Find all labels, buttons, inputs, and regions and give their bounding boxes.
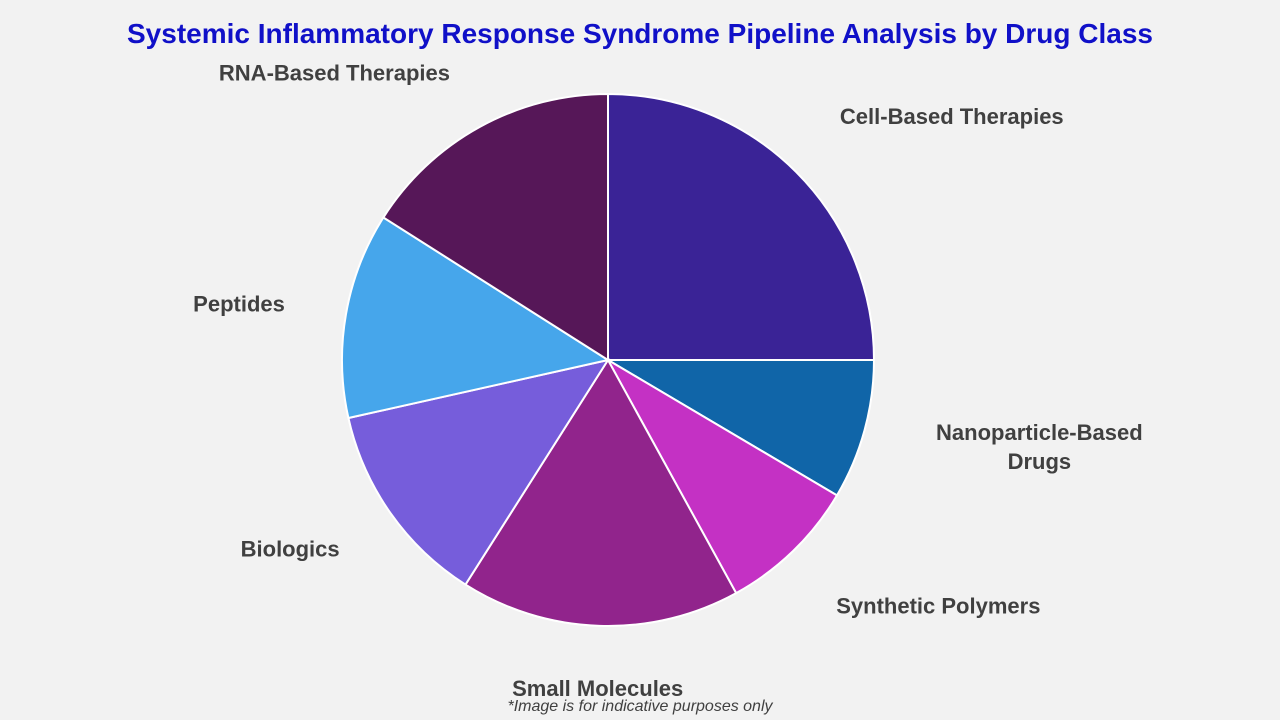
pie-slices bbox=[341, 92, 876, 627]
pie-slice-small-molecules bbox=[464, 358, 738, 627]
pie-slice-cell-based-therapies bbox=[607, 92, 876, 361]
slice-label-cell-based-therapies: Cell-Based Therapies bbox=[840, 104, 1064, 129]
pie-slice-rna-based-therapies bbox=[382, 92, 609, 362]
slice-label-biologics: Biologics bbox=[241, 537, 340, 562]
slice-label-small-molecules: Small Molecules bbox=[512, 676, 683, 701]
slice-label-synthetic-polymers: Synthetic Polymers bbox=[836, 594, 1040, 619]
pie-slice-biologics bbox=[347, 358, 611, 586]
chart-title: Systemic Inflammatory Response Syndrome … bbox=[127, 18, 1153, 49]
pie-slice-synthetic-polymers bbox=[605, 357, 839, 595]
slice-label-rna-based-therapies: RNA-Based Therapies bbox=[219, 61, 450, 86]
pie-slice-peptides bbox=[341, 216, 611, 420]
footnote: *Image is for indicative purposes only bbox=[507, 698, 773, 715]
pie-slice-nanoparticle-based-drugs bbox=[604, 359, 876, 497]
slice-label-peptides: Peptides bbox=[193, 292, 285, 317]
